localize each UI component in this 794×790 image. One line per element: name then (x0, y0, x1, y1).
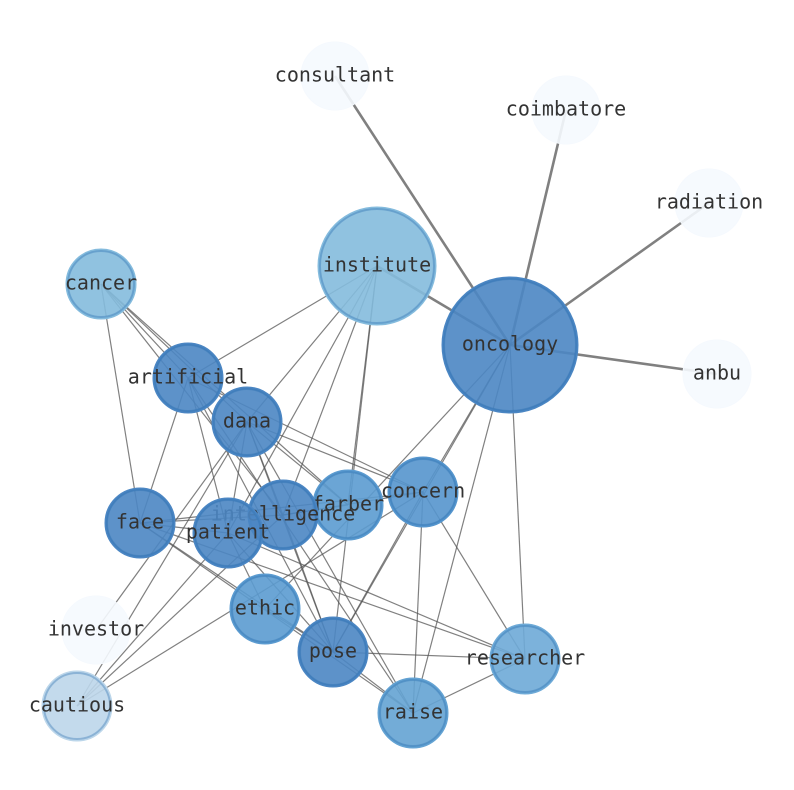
node-radiation[interactable]: radiation (655, 168, 763, 238)
edge-concern-raise (412, 491, 424, 714)
node-ring-face (106, 489, 174, 557)
edge-dana-raise (246, 421, 414, 714)
node-circle-ethic[interactable] (229, 573, 301, 645)
node-artificial[interactable]: artificial (128, 342, 248, 414)
node-circle-face[interactable] (104, 487, 176, 559)
edge-cancer-farber (100, 283, 349, 506)
node-ring-ethic (231, 575, 299, 643)
node-label-farber: farber (312, 492, 384, 516)
node-cancer[interactable]: cancer (65, 248, 137, 320)
node-circle-institute[interactable] (317, 206, 437, 326)
node-ethic[interactable]: ethic (229, 573, 301, 645)
node-circle-investor[interactable] (61, 595, 131, 665)
node-ring-cancer (67, 250, 135, 318)
node-label-radiation: radiation (655, 190, 763, 214)
node-ring-researcher (491, 625, 559, 693)
node-oncology[interactable]: oncology (441, 276, 579, 414)
node-label-patient: patient (186, 520, 270, 544)
node-circle-consultant[interactable] (300, 41, 370, 111)
nodes-layer: consultant coimbatore radiation institute on… (29, 41, 763, 749)
node-raise[interactable]: raise (377, 677, 449, 749)
node-label-researcher: researcher (465, 646, 585, 670)
node-circle-dana[interactable] (211, 386, 283, 458)
node-label-raise: raise (383, 700, 443, 724)
node-researcher[interactable]: researcher (465, 623, 585, 695)
node-circle-artificial[interactable] (152, 342, 224, 414)
node-pose[interactable]: pose (297, 616, 369, 688)
node-institute[interactable]: institute (317, 206, 437, 326)
node-ring-institute (319, 208, 435, 324)
node-circle-raise[interactable] (377, 677, 449, 749)
node-label-ethic: ethic (235, 596, 295, 620)
node-consultant[interactable]: consultant (275, 41, 395, 111)
node-circle-anbu[interactable] (682, 339, 752, 409)
node-circle-researcher[interactable] (489, 623, 561, 695)
node-label-dana: dana (223, 409, 271, 433)
node-dana[interactable]: dana (211, 386, 283, 458)
node-ring-dana (213, 388, 281, 456)
node-label-cautious: cautious (29, 693, 125, 717)
node-label-cancer: cancer (65, 271, 137, 295)
node-coimbatore[interactable]: coimbatore (506, 75, 626, 145)
edge-cancer-face (100, 283, 141, 524)
node-circle-oncology[interactable] (441, 276, 579, 414)
node-label-artificial: artificial (128, 365, 248, 389)
node-ring-artificial (154, 344, 222, 412)
node-circle-patient[interactable] (192, 497, 264, 569)
node-label-consultant: consultant (275, 63, 395, 87)
node-label-institute: institute (323, 253, 431, 277)
node-ring-pose (299, 618, 367, 686)
node-label-pose: pose (309, 639, 357, 663)
node-label-oncology: oncology (462, 332, 558, 356)
node-circle-pose[interactable] (297, 616, 369, 688)
node-farber[interactable]: farber (312, 469, 384, 541)
node-face[interactable]: face (104, 487, 176, 559)
node-circle-cautious[interactable] (41, 670, 113, 742)
node-ring-concern (389, 458, 457, 526)
edge-patient-researcher (227, 532, 526, 660)
node-concern[interactable]: concern (381, 456, 465, 528)
node-anbu[interactable]: anbu (682, 339, 752, 409)
node-investor[interactable]: investor (48, 595, 144, 665)
node-circle-coimbatore[interactable] (531, 75, 601, 145)
node-ring-oncology (443, 278, 577, 412)
node-label-concern: concern (381, 479, 465, 503)
node-label-investor: investor (48, 617, 144, 641)
node-ring-raise (379, 679, 447, 747)
node-circle-concern[interactable] (387, 456, 459, 528)
node-circle-radiation[interactable] (674, 168, 744, 238)
node-cautious[interactable]: cautious (29, 670, 125, 742)
node-label-coimbatore: coimbatore (506, 97, 626, 121)
node-ring-patient (194, 499, 262, 567)
edge-cautious-patient (76, 532, 229, 707)
node-circle-cancer[interactable] (65, 248, 137, 320)
edge-face-pose (139, 522, 334, 653)
node-label-face: face (116, 510, 164, 534)
node-ring-cautious (43, 672, 111, 740)
node-patient[interactable]: patient (186, 497, 270, 569)
node-label-anbu: anbu (693, 361, 741, 385)
